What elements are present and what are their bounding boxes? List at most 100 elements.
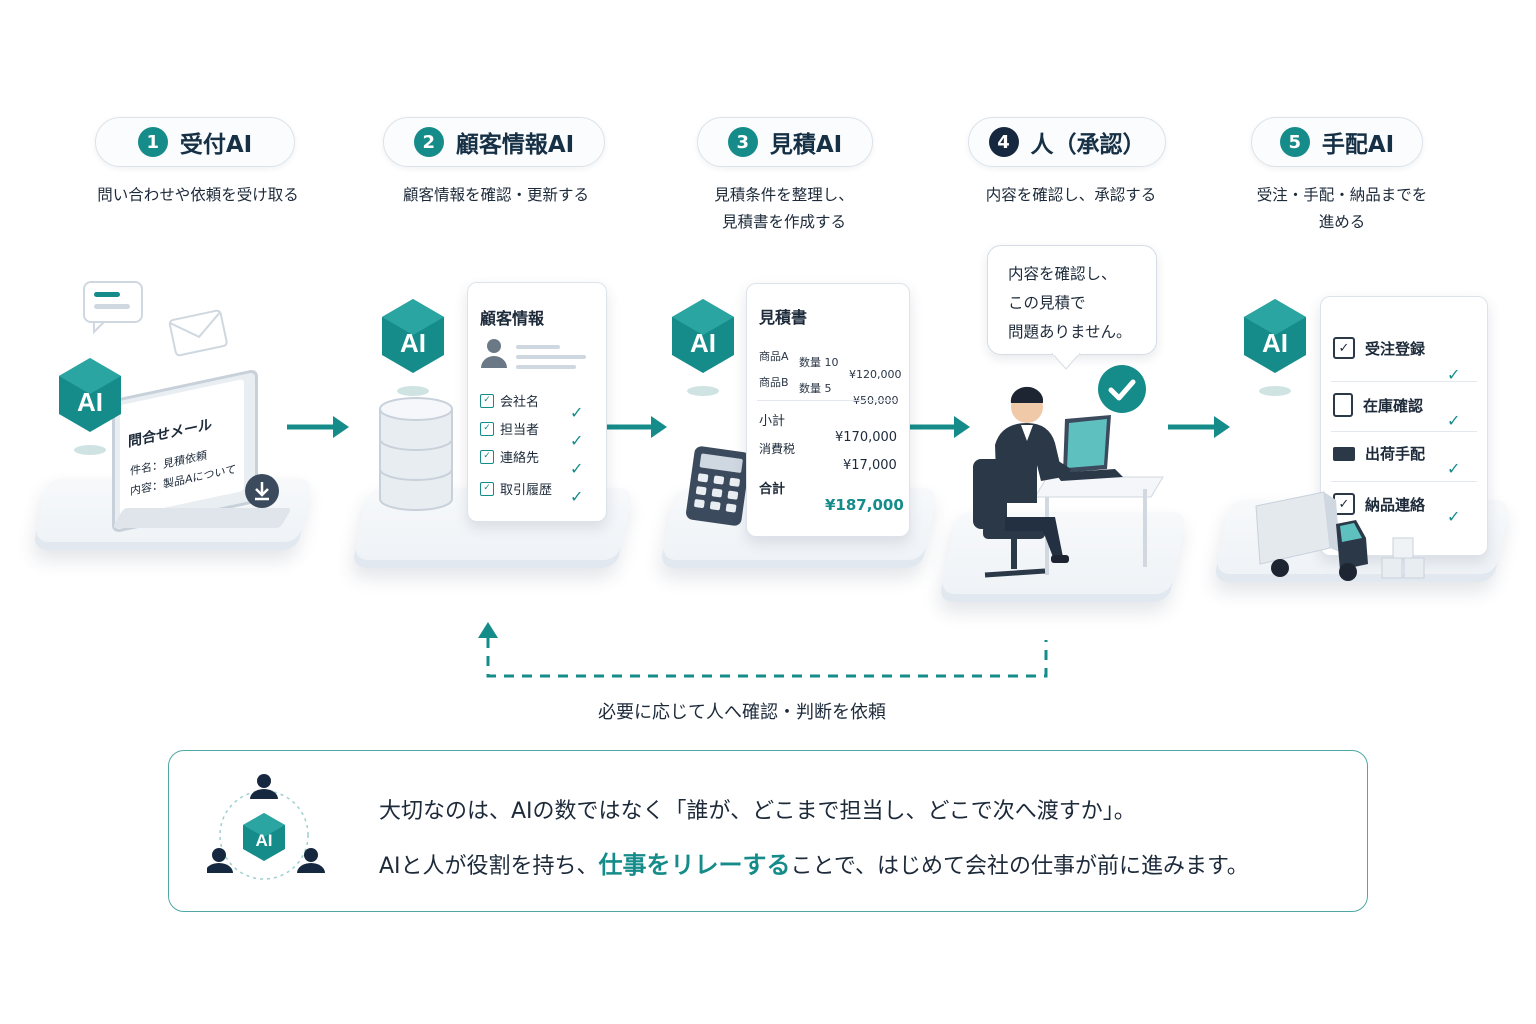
- step-1-number: 1: [137, 127, 168, 157]
- quote-card-title: 見積書: [759, 308, 808, 327]
- arrange-item-label: 在庫確認: [1363, 396, 1424, 415]
- profile-line-3: [516, 365, 576, 369]
- checkbox-icon: ✓: [480, 393, 494, 408]
- step-2-number: 2: [413, 127, 444, 157]
- step-3-description: 見積条件を整理し、 見積書を作成する: [714, 186, 854, 231]
- laptop-keyboard: [112, 508, 292, 528]
- approved-check-icon: [1098, 365, 1146, 413]
- arrange-item-label: 納品連絡: [1365, 495, 1426, 514]
- step-1-label: 受付AI: [179, 132, 253, 158]
- arrange-item-label: 受注登録: [1365, 339, 1426, 358]
- step-3-label: 見積AI: [769, 132, 843, 158]
- checkbox-icon: ✓: [480, 421, 494, 436]
- check-icon: ✓: [570, 431, 584, 450]
- flow-arrow-3: [908, 416, 970, 438]
- reception-mail-title: 問合せメール: [128, 416, 212, 451]
- step-2-pill: 2 顧客情報AI: [383, 117, 605, 167]
- ai-hex-label-5: AI: [1262, 328, 1288, 358]
- row-divider: [1331, 431, 1477, 432]
- flow-arrow-1: [287, 416, 349, 438]
- checkbox-icon: ✓: [480, 449, 494, 464]
- arrange-item-label: 出荷手配: [1365, 445, 1426, 463]
- quote-price-a: ¥120,000: [849, 368, 902, 381]
- ai-hex-icon-1: AI: [59, 358, 121, 455]
- quote-qty-b: 数量 5: [799, 382, 832, 395]
- arrange-row-shipping: 出荷手配: [1333, 443, 1425, 464]
- step-2-label: 顧客情報AI: [455, 132, 575, 158]
- summary-line-1: 大切なのは、AIの数ではなく「誰が、どこまで担当し、どこで次へ渡すか」。: [379, 799, 1136, 824]
- step-5-pill: 5 手配AI: [1251, 117, 1423, 167]
- mail-icon: [168, 309, 228, 357]
- arrange-row-stock: 在庫確認: [1333, 393, 1423, 417]
- summary-line-2-pre: AIと人が役割を持ち、: [379, 854, 599, 879]
- step-1-description: 問い合わせや依頼を受け取る: [97, 186, 299, 204]
- customer-item-label: 担当者: [500, 423, 540, 438]
- quote-tax-value: ¥17,000: [843, 458, 897, 473]
- ai-hex-icon-5: AI: [1244, 299, 1306, 396]
- check-icon: ✓: [570, 403, 584, 422]
- step-4-pill: 4 人（承認）: [968, 117, 1166, 167]
- customer-item-contact-person: ✓ 担当者: [480, 419, 539, 438]
- quote-divider: [757, 400, 897, 401]
- ai-hex-icon-2: AI: [382, 299, 444, 396]
- checklist-icon: ✓: [1333, 337, 1355, 359]
- check-icon: ✓: [1447, 459, 1461, 478]
- customer-item-history: ✓ 取引履歴: [480, 479, 552, 498]
- row-divider: [1331, 381, 1477, 382]
- quote-item-a: 商品A: [759, 350, 789, 363]
- customer-item-label: 連絡先: [500, 451, 540, 466]
- truck-small-icon: [1333, 446, 1355, 461]
- check-icon: ✓: [570, 487, 584, 506]
- quote-subtotal-label: 小計: [759, 414, 786, 429]
- summary-line-2: AIと人が役割を持ち、仕事をリレーすることで、はじめて会社の仕事が前に進みます。: [379, 845, 1249, 880]
- customer-item-contact-info: ✓ 連絡先: [480, 447, 539, 466]
- quote-tax-label: 消費税: [759, 442, 796, 456]
- customer-info-card: 顧客情報 ✓会社名 ✓担当者 ✓連絡先 ✓取引履歴 ✓ ✓ ✓ ✓: [467, 282, 607, 522]
- customer-item-label: 会社名: [500, 395, 540, 410]
- step-5-label: 手配AI: [1321, 132, 1395, 158]
- summary-box: AI 大切なのは、AIの数ではなく「誰が、どこまで担当し、どこで次へ渡すか」。 …: [168, 750, 1368, 912]
- check-icon: ✓: [1447, 411, 1461, 430]
- customer-item-label: 取引履歴: [500, 483, 553, 498]
- feedback-loop-arrow: [478, 622, 1048, 678]
- customer-item-company: ✓ 会社名: [480, 391, 539, 410]
- step-3-number: 3: [727, 127, 758, 157]
- check-icon: ✓: [1447, 507, 1461, 526]
- approval-speech-bubble: 内容を確認し、 この見積で 問題ありません。: [987, 245, 1157, 355]
- ai-hex-label-3: AI: [690, 328, 716, 358]
- boxes-icon: [1381, 537, 1425, 579]
- flow-arrow-4: [1168, 416, 1230, 438]
- download-icon: [245, 474, 279, 508]
- checkbox-icon: ✓: [480, 481, 494, 496]
- check-icon: ✓: [1447, 365, 1461, 384]
- team-ai-label: AI: [256, 831, 273, 850]
- profile-line-2: [516, 355, 586, 359]
- calculator-icon: [686, 446, 750, 526]
- step-1-pill: 1 受付AI: [95, 117, 295, 167]
- step-2-description: 顧客情報を確認・更新する: [402, 186, 589, 204]
- person-icon: [481, 339, 507, 368]
- flow-arrow-2: [605, 416, 667, 438]
- summary-line-2-post: ことで、はじめて会社の仕事が前に進みます。: [790, 854, 1249, 879]
- clipboard-icon: [1333, 393, 1353, 417]
- ai-hex-label-2: AI: [400, 328, 426, 358]
- step-5-number: 5: [1279, 127, 1310, 157]
- check-icon: ✓: [570, 459, 584, 478]
- feedback-label: 必要に応じて人へ確認・判断を依頼: [598, 702, 886, 723]
- row-divider: [1331, 481, 1477, 482]
- chat-bubble-icon: [83, 281, 143, 335]
- arrangement-card: ✓ 受注登録 在庫確認 出荷手配 ✓ 納品連絡 ✓ ✓ ✓ ✓: [1320, 296, 1488, 556]
- quote-item-b: 商品B: [759, 376, 789, 389]
- database-icon: [379, 397, 453, 511]
- step-5-description: 受注・手配・納品までを 進める: [1256, 186, 1428, 231]
- approver-person-icon: [973, 386, 1164, 578]
- team-network-icon: AI: [207, 774, 325, 880]
- summary-line-2-highlight: 仕事をリレーする: [598, 851, 791, 879]
- step-4-description: 内容を確認し、承認する: [985, 186, 1157, 204]
- quote-card: 見積書 商品A 数量 10 ¥120,000 商品B 数量 5 ¥50,000 …: [746, 283, 910, 537]
- ai-hex-icon-3: AI: [672, 299, 734, 396]
- step-4-number: 4: [988, 127, 1019, 157]
- arrange-row-order: ✓ 受注登録: [1333, 337, 1425, 359]
- quote-total-label: 合計: [759, 482, 786, 497]
- step-4-label: 人（承認）: [1030, 132, 1146, 158]
